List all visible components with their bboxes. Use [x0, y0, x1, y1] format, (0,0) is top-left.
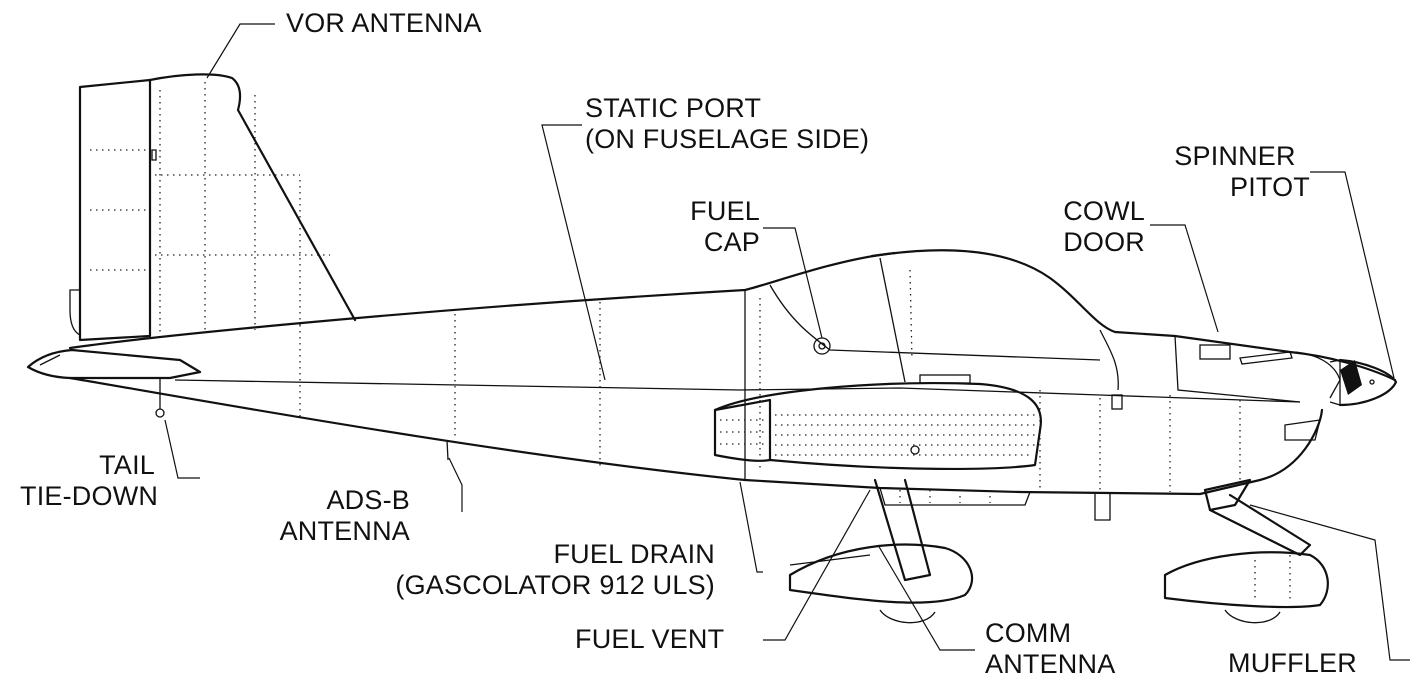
- label-muffler: MUFFLER: [1228, 648, 1357, 679]
- fuel-cap-line-2: CAP: [703, 227, 760, 257]
- label-vor-antenna: VOR ANTENNA: [286, 8, 482, 39]
- label-cowl-door: COWL DOOR: [1040, 196, 1145, 258]
- ads-b-line-1: ADS-B: [326, 485, 410, 515]
- fuselage: [68, 249, 1398, 521]
- leader-lines: [164, 23, 1410, 661]
- spinner-pitot-line-2: PITOT: [1229, 172, 1310, 202]
- tail-tie-down-line-1: TAIL: [99, 450, 155, 480]
- static-port-line-2: (ON FUSELAGE SIDE): [585, 124, 870, 154]
- fuel-vent-text: FUEL VENT: [575, 624, 725, 654]
- main-gear: [788, 478, 974, 624]
- horizontal-stabilizer: [26, 348, 202, 380]
- cowl-door-line-1: COWL: [1063, 196, 1145, 226]
- cowl-door-line-2: DOOR: [1063, 227, 1145, 257]
- vor-antenna-text: VOR ANTENNA: [286, 8, 482, 38]
- static-port-line-1: STATIC PORT: [585, 93, 762, 123]
- nose-gear: [1163, 478, 1329, 624]
- vertical-tail: [69, 73, 357, 342]
- wing-tank: [713, 382, 1042, 471]
- tail-tie-down-line-2: TIE-DOWN: [20, 481, 159, 511]
- label-fuel-cap: FUEL CAP: [655, 196, 760, 258]
- ads-b-line-2: ANTENNA: [279, 516, 410, 546]
- spinner-pitot-line-1: SPINNER: [1174, 141, 1296, 171]
- fuel-drain-line-1: FUEL DRAIN: [553, 539, 715, 569]
- fuel-cap-line-1: FUEL: [690, 196, 760, 226]
- label-static-port: STATIC PORT (ON FUSELAGE SIDE): [585, 93, 869, 155]
- comm-antenna-line-2: ANTENNA: [985, 649, 1116, 679]
- label-fuel-drain: FUEL DRAIN (GASCOLATOR 912 ULS): [360, 539, 715, 601]
- label-fuel-vent: FUEL VENT: [575, 624, 724, 655]
- label-spinner-pitot: SPINNER PITOT: [1160, 141, 1310, 203]
- fuel-drain-line-2: (GASCOLATOR 912 ULS): [395, 570, 715, 600]
- label-comm-antenna: COMM ANTENNA: [985, 618, 1115, 680]
- label-ads-b-antenna: ADS-B ANTENNA: [260, 485, 410, 547]
- muffler-text: MUFFLER: [1228, 648, 1357, 678]
- comm-antenna-line-1: COMM: [985, 618, 1072, 648]
- label-tail-tie-down: TAIL TIE-DOWN: [20, 450, 159, 512]
